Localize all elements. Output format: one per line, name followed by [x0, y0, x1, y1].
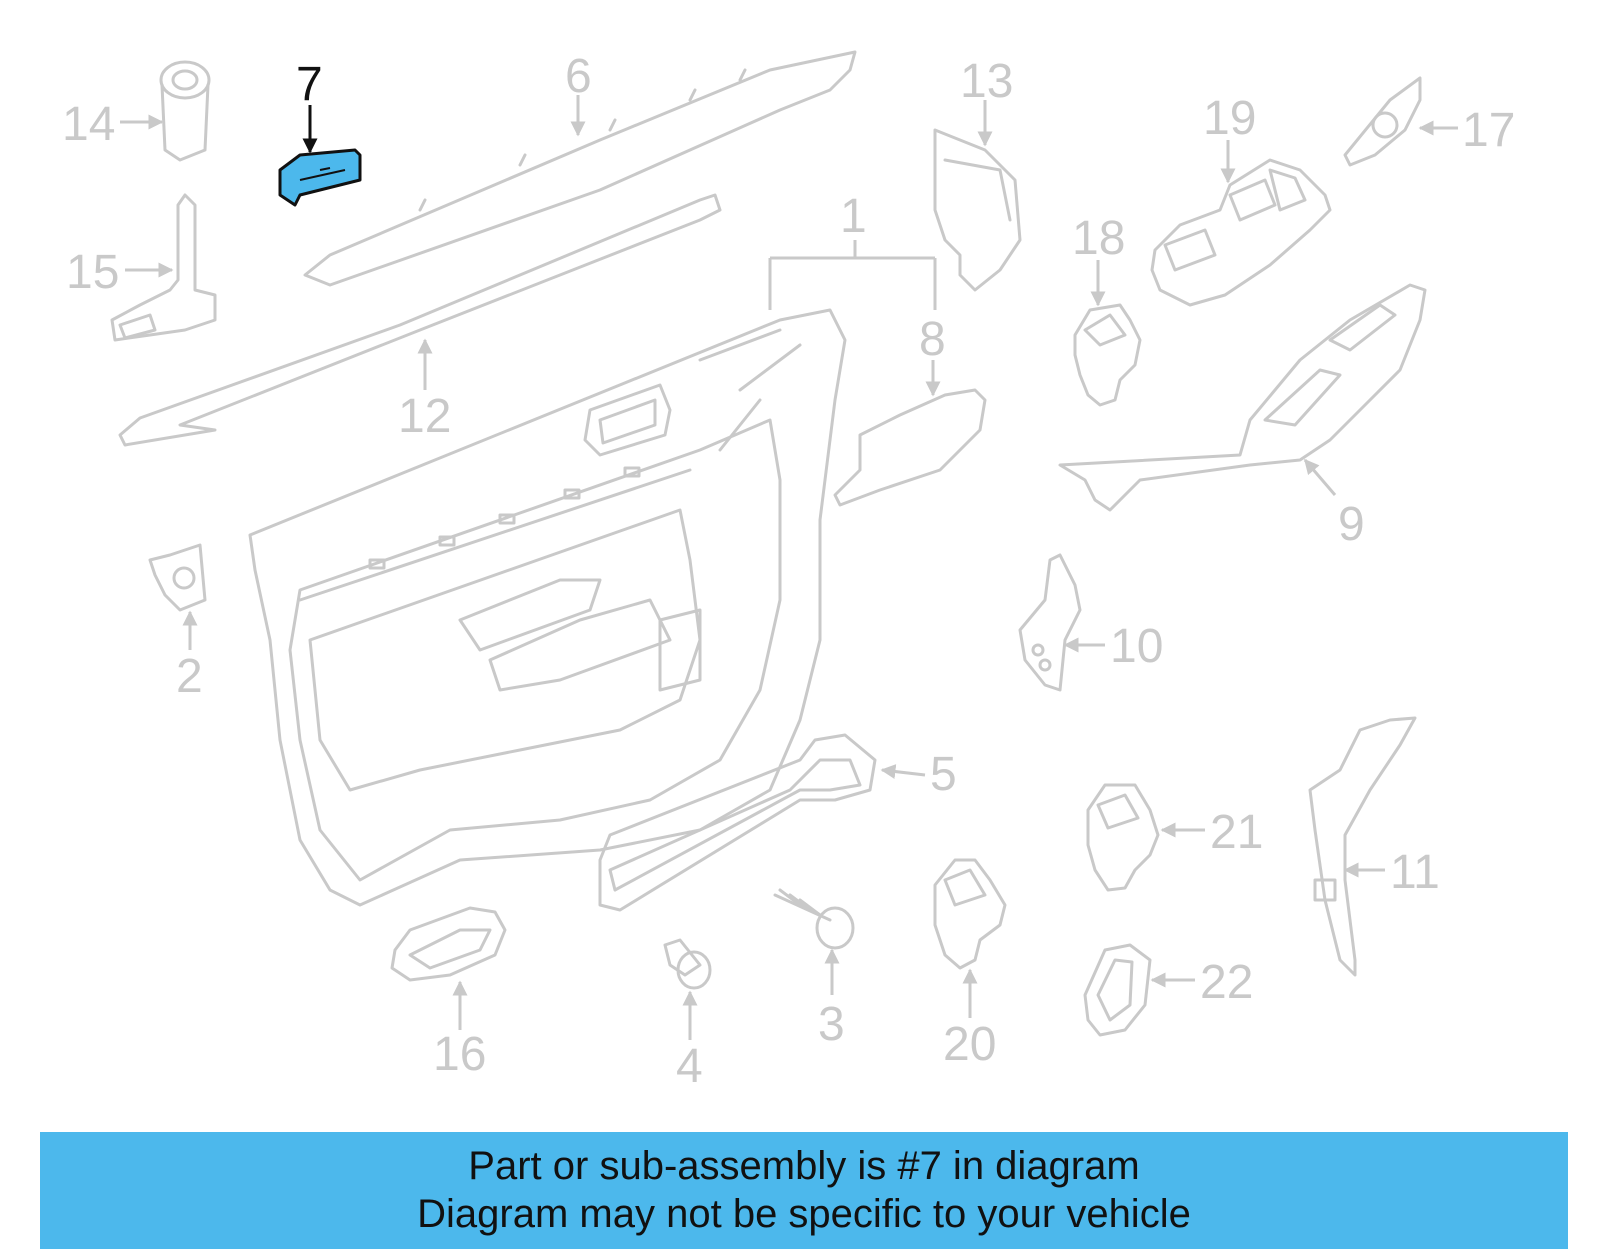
svg-text:4: 4 [676, 1040, 703, 1093]
svg-text:12: 12 [398, 390, 451, 443]
part-8-trim-piece: 8 [833, 313, 987, 507]
svg-text:7: 7 [296, 58, 323, 111]
callout-1: 1 [768, 190, 937, 310]
svg-text:16: 16 [433, 1028, 486, 1081]
banner-disclaimer: Diagram may not be specific to your vehi… [417, 1192, 1191, 1236]
svg-text:20: 20 [943, 1018, 996, 1071]
svg-text:2: 2 [176, 650, 203, 703]
part-22-bezel: 22 [1083, 943, 1253, 1037]
part-16-handle-bezel: 16 [390, 906, 507, 1081]
part-17-mirror-switch: 17 [1343, 76, 1515, 167]
svg-text:5: 5 [930, 748, 957, 801]
svg-text:19: 19 [1203, 92, 1256, 145]
svg-text:10: 10 [1110, 620, 1163, 673]
part-21-switch: 21 [1086, 783, 1263, 892]
svg-text:18: 18 [1072, 212, 1125, 265]
svg-text:13: 13 [960, 55, 1013, 108]
part-12-weatherstrip: 12 [118, 193, 722, 447]
part-3-screw: 3 [773, 888, 855, 1051]
part-4-push-clip: 4 [663, 938, 712, 1093]
part-11-trim-strip: 11 [1308, 716, 1440, 977]
part-6-upper-trim: 6 [303, 50, 857, 287]
svg-text:17: 17 [1462, 104, 1515, 157]
part-19-window-switch-assembly: 19 [1150, 92, 1332, 307]
info-banner: Part or sub-assembly is #7 in diagram Di… [40, 1132, 1568, 1249]
part-2-clip: 2 [148, 543, 207, 703]
svg-text:21: 21 [1210, 806, 1263, 859]
svg-text:8: 8 [919, 313, 946, 366]
svg-text:6: 6 [565, 50, 592, 103]
banner-part-note: Part or sub-assembly is #7 in diagram [468, 1144, 1140, 1188]
part-10-bracket: 10 [1018, 553, 1163, 692]
svg-text:9: 9 [1338, 498, 1365, 551]
svg-text:15: 15 [66, 246, 119, 299]
part-13-bracket: 13 [933, 55, 1022, 292]
svg-text:22: 22 [1200, 956, 1253, 1009]
svg-text:3: 3 [818, 998, 845, 1051]
part-14-grommet: 14 [62, 60, 211, 162]
part-15-connector: 15 [66, 193, 217, 342]
part-20-switch: 20 [933, 858, 1007, 1071]
door-trim-panel [248, 308, 847, 907]
part-7-bracket-highlighted: 7 [278, 58, 362, 207]
svg-text:1: 1 [840, 190, 867, 243]
part-18-switch: 18 [1072, 212, 1142, 407]
svg-text:14: 14 [62, 98, 115, 151]
part-9-switch-bezel: 9 [1058, 283, 1427, 551]
svg-text:11: 11 [1390, 846, 1440, 899]
part-5-armrest-pad: 5 [598, 733, 957, 912]
